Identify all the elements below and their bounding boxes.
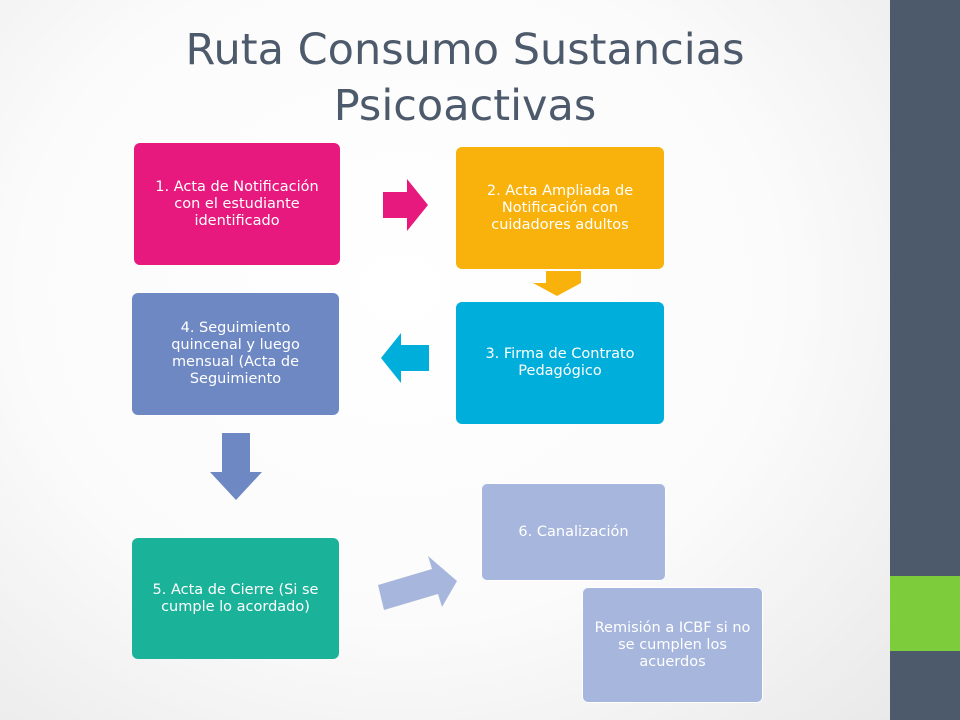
sidebar-accent-bar xyxy=(890,576,960,651)
step-label: Remisión a ICBF si no se cumplen los acu… xyxy=(594,619,751,670)
step-box-2: 2. Acta Ampliada de Notificación con cui… xyxy=(456,147,664,269)
step-box-3: 3. Firma de Contrato Pedagógico xyxy=(456,302,664,424)
step-label: 1. Acta de Notificación con el estudiant… xyxy=(155,178,319,229)
arrow-down-icon xyxy=(533,271,581,296)
sidebar-bar-bottom xyxy=(890,651,960,720)
step-box-4: 4. Seguimiento quincenal y luego mensual… xyxy=(132,293,339,415)
step-label: 2. Acta Ampliada de Notificación con cui… xyxy=(486,182,634,233)
flow-arrows xyxy=(210,179,581,610)
title-line-1: Ruta Consumo Sustancias xyxy=(185,25,745,75)
step-box-1: 1. Acta de Notificación con el estudiant… xyxy=(134,143,340,265)
step-label: 6. Canalización xyxy=(518,523,629,540)
slide-title: Ruta Consumo Sustancias Psicoactivas xyxy=(100,22,830,134)
arrow-down-icon xyxy=(210,433,262,500)
step-label: 5. Acta de Cierre (Si se cumple lo acord… xyxy=(152,581,319,615)
arrow-diagonal-icon xyxy=(378,556,457,610)
arrow-left-icon xyxy=(381,333,429,383)
arrow-right-icon xyxy=(383,179,428,231)
step-box-7: Remisión a ICBF si no se cumplen los acu… xyxy=(582,587,763,703)
step-box-6: 6. Canalización xyxy=(481,483,666,581)
sidebar-bar-top xyxy=(890,0,960,576)
step-label: 3. Firma de Contrato Pedagógico xyxy=(485,346,635,379)
step-box-5: 5. Acta de Cierre (Si se cumple lo acord… xyxy=(132,538,339,659)
step-label: 4. Seguimiento quincenal y luego mensual… xyxy=(171,320,300,387)
title-line-2: Psicoactivas xyxy=(333,81,597,131)
